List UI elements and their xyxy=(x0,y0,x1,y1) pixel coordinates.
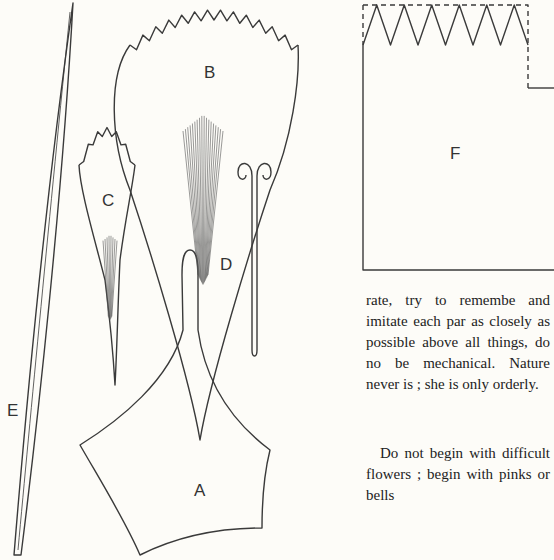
wire-curl xyxy=(238,163,252,190)
shading-stroke xyxy=(206,125,216,278)
shading-stroke xyxy=(207,127,219,277)
petal-fringe xyxy=(79,128,135,166)
leaf-outline xyxy=(14,3,73,555)
petal-outline xyxy=(79,165,135,385)
fold-line xyxy=(362,5,363,45)
shading-stroke xyxy=(190,125,200,278)
pattern-outline xyxy=(363,45,554,270)
petal-shading xyxy=(103,236,117,320)
shading-stroke xyxy=(208,131,223,275)
shading-stroke xyxy=(109,236,111,320)
pattern-teeth xyxy=(363,5,528,45)
part-letter: E xyxy=(6,402,19,420)
part-letter: D xyxy=(219,256,233,274)
petal-outline xyxy=(114,45,298,440)
wire-stem xyxy=(252,190,257,356)
petal-shading xyxy=(183,116,223,285)
shading-stroke xyxy=(207,129,220,276)
fold-line xyxy=(363,5,528,88)
petal-fringe xyxy=(130,10,298,50)
shading-stroke xyxy=(112,241,117,317)
part-letter: B xyxy=(203,64,216,82)
part-letter: F xyxy=(449,145,461,163)
body-text: Do not begin with difficult flowers ; be… xyxy=(366,443,550,506)
pattern-outline xyxy=(528,87,554,88)
shading-stroke xyxy=(201,116,203,285)
part-letter: C xyxy=(101,192,115,210)
part-letter: A xyxy=(193,482,206,500)
body-text: rate, try to remembe and imitate each pa… xyxy=(366,290,550,395)
leaf-midrib xyxy=(18,12,70,550)
wire-curl xyxy=(257,163,271,190)
